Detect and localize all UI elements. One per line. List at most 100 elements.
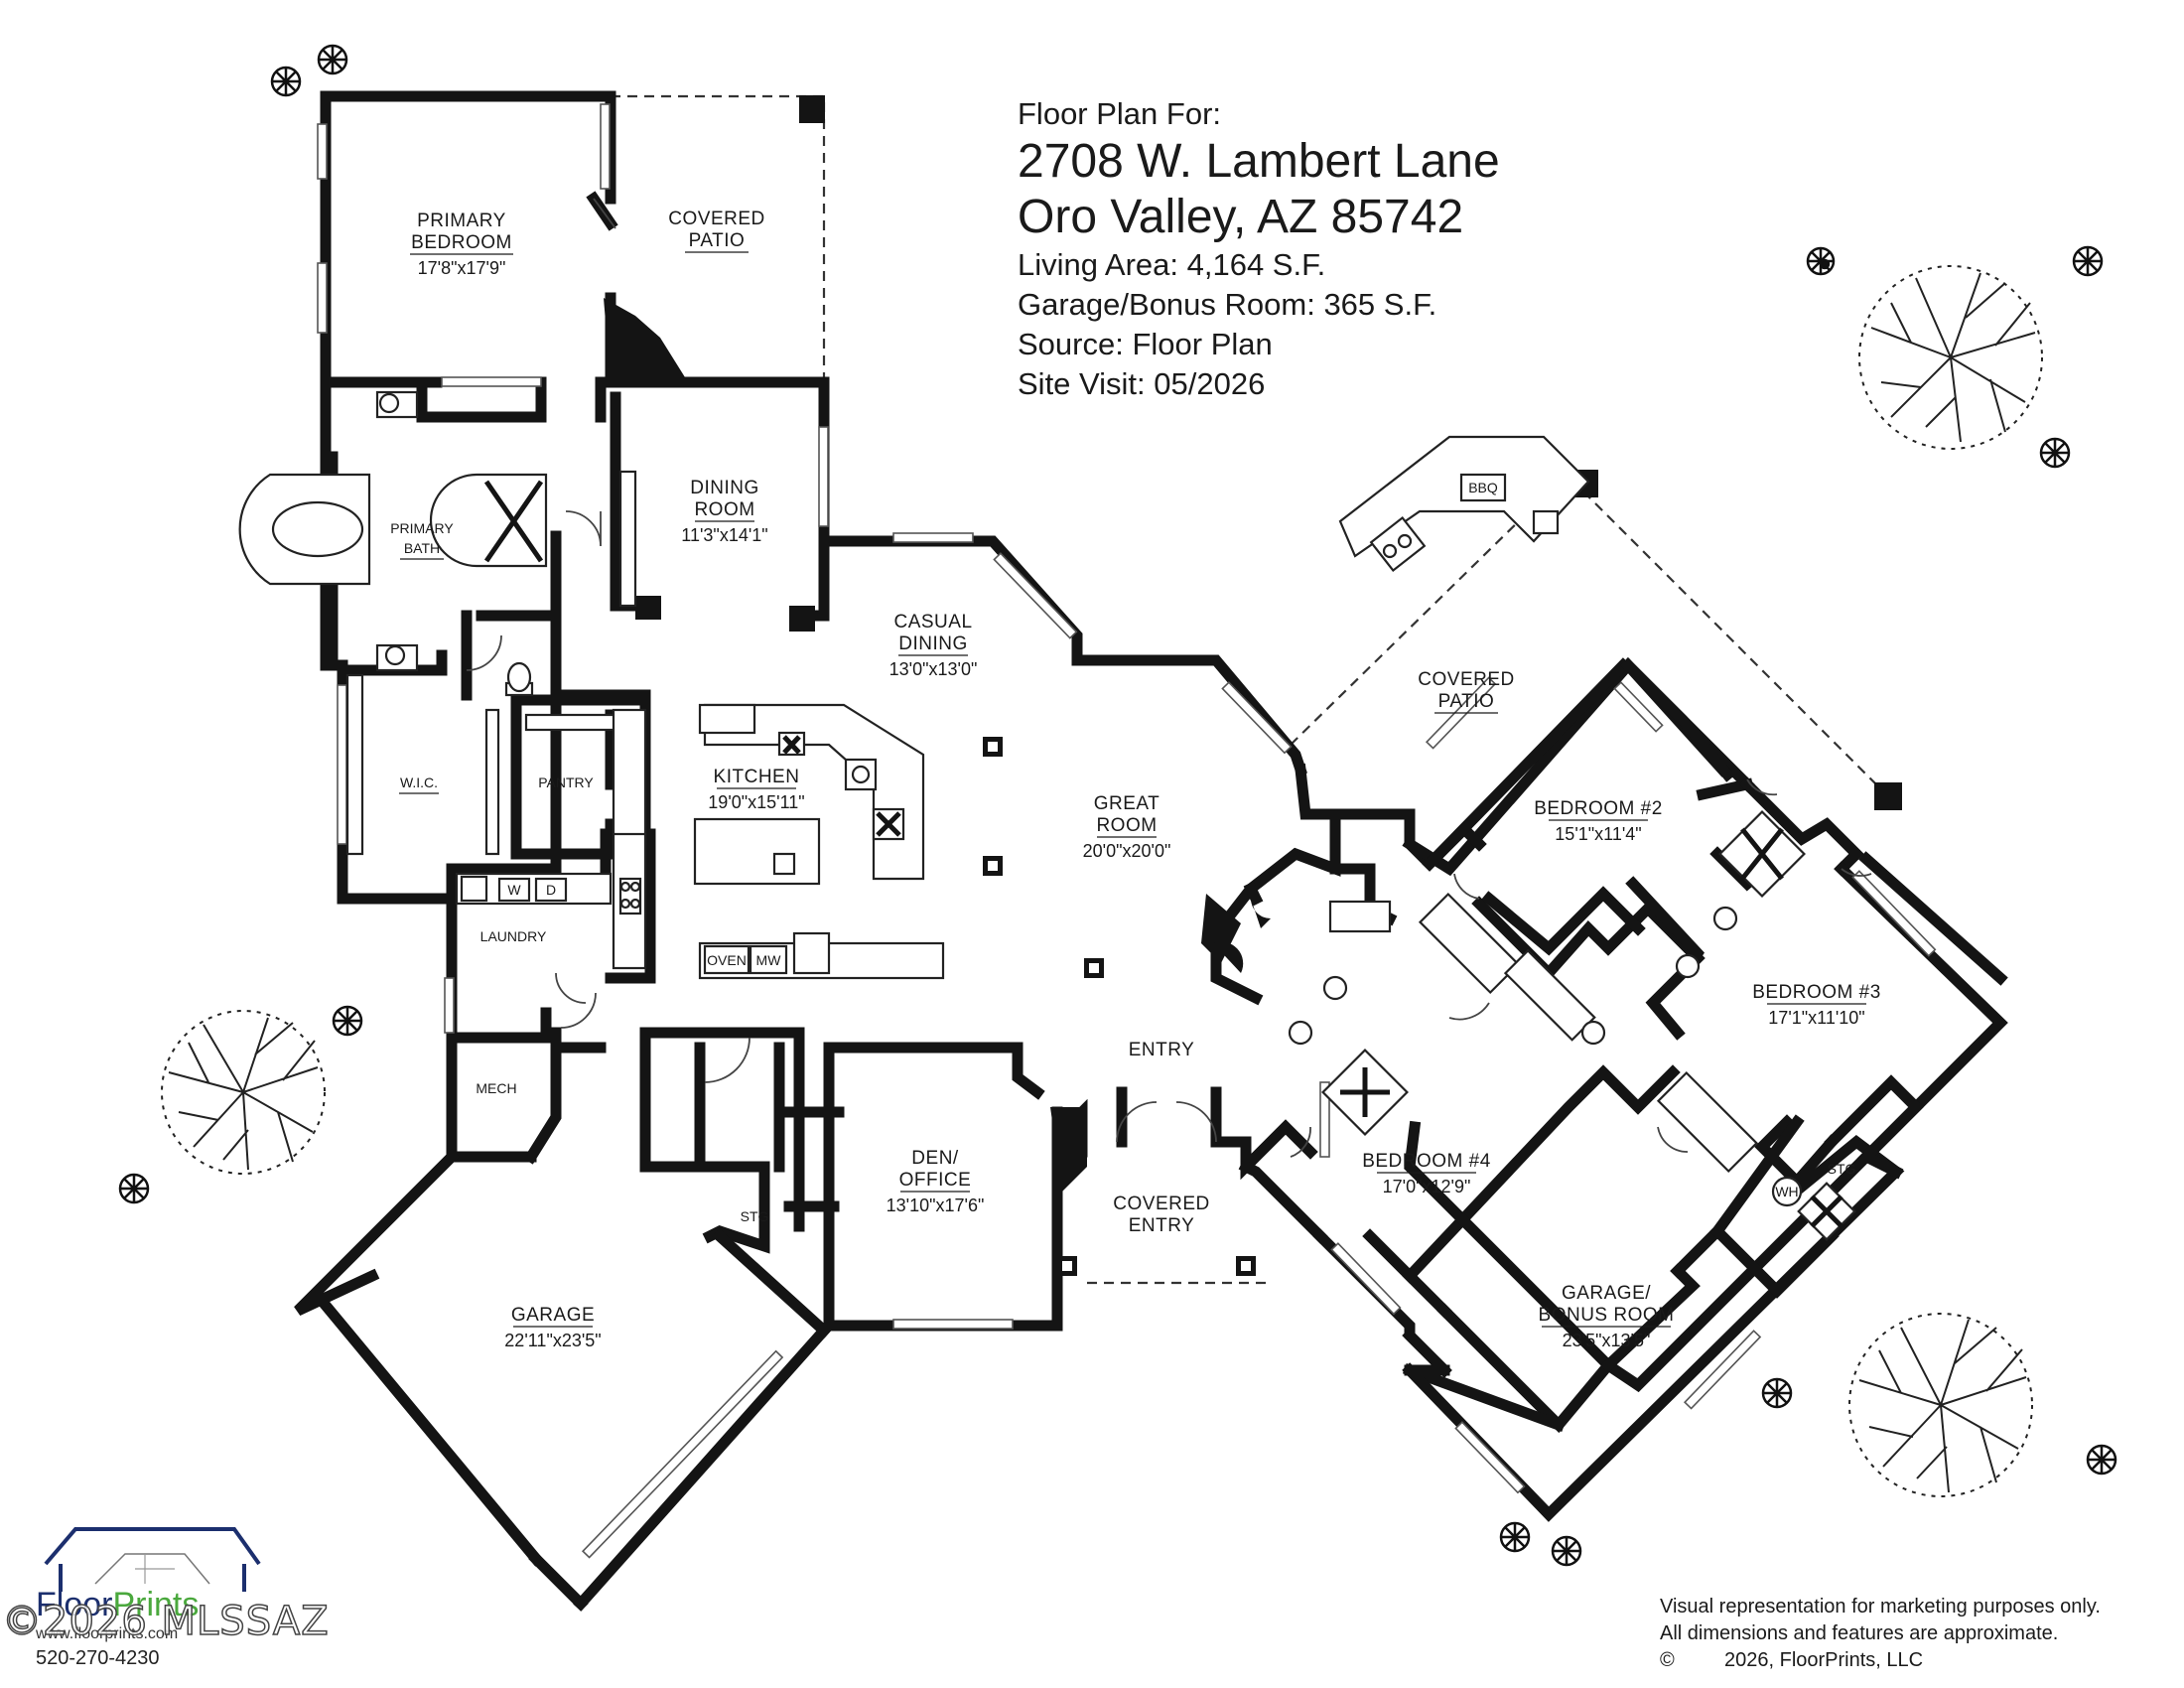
tree-bottom-right bbox=[1848, 1313, 2033, 1497]
logo-url: www.floorprints.com bbox=[36, 1625, 179, 1642]
fixture-label-bbq: BBQ bbox=[1468, 480, 1498, 495]
fixtures bbox=[238, 390, 1856, 1276]
logo-brand-part2: Prints bbox=[112, 1586, 200, 1623]
room-name: COVERED bbox=[668, 209, 764, 229]
room-name: ROOM bbox=[1096, 815, 1157, 836]
room-name: PANTRY bbox=[538, 774, 594, 790]
fixture-label-water-heater: WH bbox=[1775, 1184, 1798, 1199]
room-dimension: 19'0"x15'11" bbox=[708, 792, 804, 812]
room-name: CASUAL bbox=[893, 612, 972, 633]
room-dimension: 22'11"x23'5" bbox=[504, 1331, 601, 1350]
room-name: GARAGE/ bbox=[1562, 1283, 1651, 1304]
room-primary-bath: PRIMARY BATH bbox=[390, 520, 454, 560]
room-name: COVERED bbox=[1418, 669, 1514, 690]
room-name: LAUNDRY bbox=[480, 928, 547, 944]
windows bbox=[317, 103, 1937, 1559]
room-bedroom-3: BEDROOM #3 17'1"x11'10" bbox=[1752, 982, 1880, 1028]
copyright-text: 2026, FloorPrints, LLC bbox=[1724, 1649, 1924, 1671]
room-garage: GARAGE 22'11"x23'5" bbox=[504, 1305, 601, 1350]
room-mech: MECH bbox=[476, 1080, 516, 1096]
shower-bath4 bbox=[1321, 1049, 1409, 1136]
landscape bbox=[118, 44, 2117, 1567]
room-name: DINING bbox=[690, 478, 759, 498]
room-name: BEDROOM #4 bbox=[1362, 1151, 1491, 1172]
copyright-symbol: © bbox=[1660, 1649, 1675, 1671]
room-name: KITCHEN bbox=[714, 767, 800, 787]
room-pantry: PANTRY bbox=[538, 774, 594, 790]
room-name: OFFICE bbox=[899, 1170, 972, 1191]
shower-bath2 bbox=[1718, 810, 1806, 898]
room-name: ENTRY bbox=[1129, 1040, 1195, 1060]
intro-text: Floor Plan For: bbox=[1018, 96, 1222, 131]
house-logo-icon bbox=[44, 1527, 261, 1592]
room-stg-right: STG bbox=[1828, 1161, 1856, 1177]
site-visit: Site Visit: 05/2026 bbox=[1018, 366, 1266, 401]
fixture-label-mw: MW bbox=[756, 952, 782, 968]
room-garage-bonus: GARAGE/ BONUS ROOM 23'5"x13'5" bbox=[1539, 1283, 1675, 1350]
address-line-2: Oro Valley, AZ 85742 bbox=[1018, 191, 1464, 243]
mls-watermark: ©2026 MLSSAZ bbox=[1, 1598, 330, 1645]
room-bedroom-2: BEDROOM #2 15'1"x11'4" bbox=[1534, 798, 1663, 844]
bbq-island bbox=[1338, 435, 1590, 573]
room-dimension: 13'0"x13'0" bbox=[889, 659, 978, 679]
room-covered-patio-right: COVERED PATIO bbox=[1418, 669, 1514, 714]
room-dimension: 17'1"x11'10" bbox=[1768, 1008, 1864, 1028]
disclaimer-line-2: All dimensions and features are approxim… bbox=[1660, 1622, 2059, 1644]
copyright: © 2026, FloorPrints, LLC bbox=[1660, 1647, 2101, 1674]
room-name: PATIO bbox=[1438, 691, 1495, 712]
room-name: PRIMARY bbox=[390, 520, 454, 536]
room-name: W.I.C. bbox=[400, 774, 438, 790]
fixture-label-oven: OVEN bbox=[707, 952, 747, 968]
room-name: STG bbox=[741, 1208, 769, 1224]
room-name: DINING bbox=[898, 633, 968, 654]
toilet-primary bbox=[504, 661, 534, 697]
room-wic: W.I.C. bbox=[399, 774, 439, 794]
shower bbox=[429, 473, 548, 568]
bathtub bbox=[238, 473, 371, 586]
logo-brand: FloorPrints bbox=[36, 1586, 199, 1624]
room-covered-entry: COVERED ENTRY bbox=[1113, 1194, 1209, 1236]
room-name: ROOM bbox=[694, 499, 754, 520]
shrub bbox=[118, 44, 2117, 1567]
room-dimension: 17'0"x12'9" bbox=[1383, 1177, 1471, 1196]
room-name: BATH bbox=[404, 540, 440, 556]
room-dining-room: DINING ROOM 11'3"x14'1" bbox=[681, 478, 767, 545]
room-great-room: GREAT ROOM 20'0"x20'0" bbox=[1083, 793, 1171, 861]
doors bbox=[466, 198, 1872, 1158]
room-dimension: 23'5"x13'5" bbox=[1563, 1331, 1651, 1350]
room-name: DEN/ bbox=[911, 1148, 959, 1169]
living-area: Living Area: 4,164 S.F. bbox=[1018, 247, 1326, 282]
room-name: BONUS ROOM bbox=[1539, 1305, 1675, 1326]
room-entry: ENTRY bbox=[1129, 1040, 1195, 1060]
property-info: Floor Plan For: 2708 W. Lambert Lane Oro… bbox=[1018, 94, 1500, 404]
room-name: ENTRY bbox=[1129, 1215, 1195, 1236]
room-name: STG bbox=[1828, 1161, 1856, 1177]
fixture-label-dryer: D bbox=[546, 882, 556, 898]
disclaimer: Visual representation for marketing purp… bbox=[1660, 1594, 2101, 1674]
room-name: BEDROOM #2 bbox=[1534, 798, 1663, 819]
room-dimension: 11'3"x14'1" bbox=[681, 525, 767, 545]
room-dimension: 17'8"x17'9" bbox=[418, 258, 506, 278]
room-name: MECH bbox=[476, 1080, 516, 1096]
garage-bonus-area: Garage/Bonus Room: 365 S.F. bbox=[1018, 287, 1437, 322]
room-stg-left: STG bbox=[741, 1208, 769, 1224]
room-kitchen: KITCHEN 19'0"x15'11" bbox=[708, 767, 804, 812]
room-name: PRIMARY bbox=[417, 211, 506, 231]
tree-top-right bbox=[1858, 265, 2043, 450]
room-name: COVERED bbox=[1113, 1194, 1209, 1214]
logo-brand-part1: Floor bbox=[36, 1586, 113, 1623]
address-line-1: 2708 W. Lambert Lane bbox=[1018, 135, 1500, 188]
room-bedroom-4: BEDROOM #4 17'0"x12'9" bbox=[1362, 1151, 1491, 1196]
room-dimension: 15'1"x11'4" bbox=[1555, 824, 1641, 844]
room-name: GARAGE bbox=[511, 1305, 595, 1326]
room-dimension: 20'0"x20'0" bbox=[1083, 841, 1171, 861]
source: Source: Floor Plan bbox=[1018, 327, 1273, 361]
room-name: GREAT bbox=[1094, 793, 1160, 814]
room-name: BEDROOM bbox=[411, 232, 512, 253]
room-casual-dining: CASUAL DINING 13'0"x13'0" bbox=[889, 612, 978, 679]
room-labels: PRIMARY BEDROOM 17'8"x17'9" COVERED PATI… bbox=[390, 209, 1880, 1350]
room-name: PATIO bbox=[689, 230, 746, 251]
room-laundry: LAUNDRY bbox=[480, 928, 547, 944]
water-heater bbox=[1771, 1176, 1856, 1241]
